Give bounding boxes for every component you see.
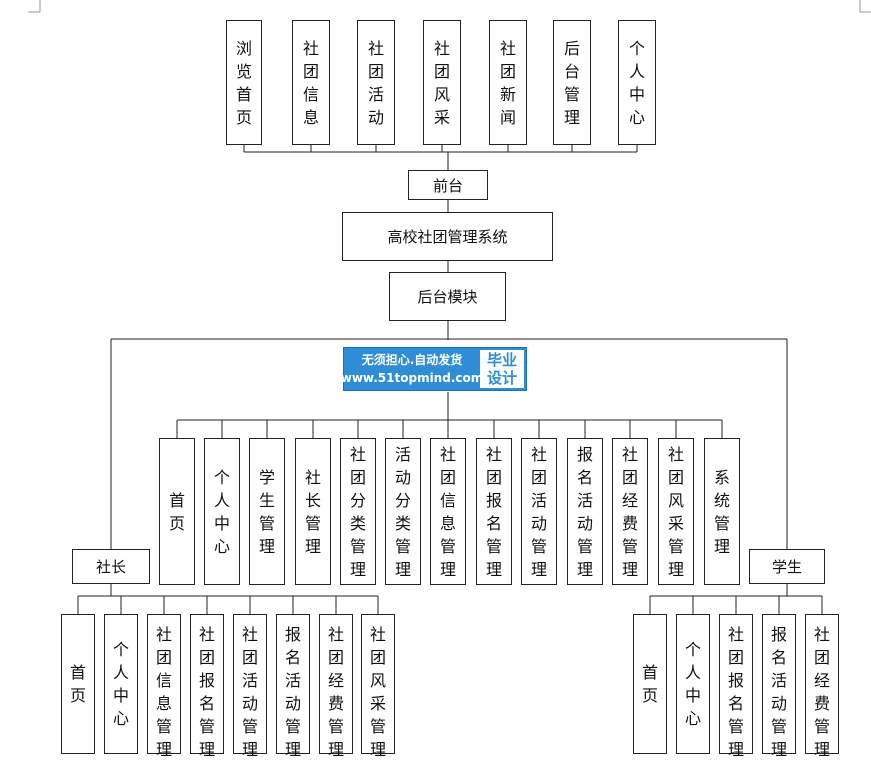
backend-module-label: 系统管理	[714, 467, 731, 556]
backend-module-label: 社团分类管理	[350, 444, 367, 579]
president-module-label: 报名活动管理	[285, 625, 302, 759]
president-module-label: 个人中心	[113, 640, 130, 728]
backend-module-activity-signup-mgmt: 报名活动管理	[567, 438, 603, 585]
president-module-label: 首页	[70, 663, 87, 705]
front-module-label: 个人中心	[629, 38, 646, 127]
president-module-club-info-mgmt: 社团信息管理	[147, 614, 181, 759]
president-module-club-signup-mgmt: 社团报名管理	[190, 614, 224, 759]
watermark-badge: 毕业 设计	[480, 350, 524, 388]
backend-module-home: 首页	[159, 438, 195, 585]
backend-module-club-showcase-mgmt: 社团风采管理	[658, 438, 694, 585]
president-module-club-showcase-mgmt: 社团风采管理	[361, 614, 395, 759]
backend-module-label: 社团经费管理	[622, 444, 639, 579]
backend-module-club-category-mgmt: 社团分类管理	[340, 438, 376, 585]
watermark-text: 无须担心.自动发货 www.51topmind.com	[341, 348, 484, 390]
backend-module-label: 报名活动管理	[577, 444, 594, 579]
president-module-label: 社团活动管理	[242, 625, 259, 759]
backend-module-label: 社团风采管理	[668, 444, 685, 579]
backend-module-label: 社长管理	[305, 467, 322, 556]
front-module-profile: 个人中心	[618, 20, 656, 145]
backend-module-label: 活动分类管理	[395, 444, 412, 579]
backend-module-profile: 个人中心	[204, 438, 240, 585]
student-module-club-signup-mgmt: 社团报名管理	[719, 614, 753, 759]
system-node: 高校社团管理系统	[342, 212, 553, 261]
student-module-label: 首页	[642, 663, 659, 705]
backend-module-club-signup-mgmt: 社团报名管理	[476, 438, 512, 585]
front-module-browse-home: 浏览首页	[226, 20, 262, 145]
president-node: 社长	[72, 549, 150, 584]
front-module-club-activities: 社团活动	[357, 20, 395, 145]
backend-module-club-info-mgmt: 社团信息管理	[430, 438, 466, 585]
architecture-diagram: 浏览首页 社团信息 社团活动 社团风采 社团新闻 后台管理 个人中心 前台 高校…	[28, 0, 871, 759]
backend-node: 后台模块	[389, 272, 506, 321]
student-module-club-funds-mgmt: 社团经费管理	[805, 614, 839, 759]
backend-module-label: 首页	[169, 490, 186, 533]
backend-module-club-funds-mgmt: 社团经费管理	[612, 438, 648, 585]
connector-lines	[28, 0, 871, 614]
student-module-activity-signup-mgmt: 报名活动管理	[762, 614, 796, 759]
president-node-label: 社长	[95, 558, 126, 576]
front-module-label: 社团风采	[434, 38, 451, 127]
front-module-label: 社团活动	[368, 38, 385, 127]
student-node: 学生	[749, 549, 825, 584]
backend-module-system-mgmt: 系统管理	[704, 438, 740, 585]
front-module-club-showcase: 社团风采	[423, 20, 461, 145]
student-module-label: 社团报名管理	[728, 625, 745, 759]
front-module-club-info: 社团信息	[292, 20, 330, 145]
president-module-label: 社团风采管理	[370, 625, 387, 759]
front-node: 前台	[408, 170, 488, 200]
president-module-home: 首页	[61, 614, 95, 754]
student-module-home: 首页	[633, 614, 667, 754]
student-module-label: 报名活动管理	[771, 625, 788, 759]
president-module-label: 社团信息管理	[156, 625, 173, 759]
backend-node-label: 后台模块	[417, 288, 478, 306]
student-module-label: 个人中心	[685, 640, 702, 728]
president-module-club-funds-mgmt: 社团经费管理	[319, 614, 353, 759]
system-node-label: 高校社团管理系统	[387, 228, 508, 246]
president-module-label: 社团经费管理	[328, 625, 345, 759]
president-module-label: 社团报名管理	[199, 625, 216, 759]
president-module-profile: 个人中心	[104, 614, 138, 754]
watermark-badge-line2: 设计	[486, 369, 517, 387]
front-module-label: 社团信息	[303, 38, 320, 127]
front-module-label: 后台管理	[564, 38, 581, 127]
front-module-label: 社团新闻	[500, 38, 517, 127]
watermark-badge-line1: 毕业	[486, 351, 517, 369]
watermark-line2: www.51topmind.com	[340, 371, 484, 385]
student-module-profile: 个人中心	[676, 614, 710, 754]
backend-module-club-activity-mgmt: 社团活动管理	[521, 438, 557, 585]
backend-module-activity-category-mgmt: 活动分类管理	[385, 438, 421, 585]
backend-module-president-mgmt: 社长管理	[295, 438, 331, 585]
backend-module-label: 社团报名管理	[486, 444, 503, 579]
president-module-club-activity-mgmt: 社团活动管理	[233, 614, 267, 759]
front-module-admin: 后台管理	[553, 20, 591, 145]
watermark-line1: 无须担心.自动发货	[361, 353, 463, 367]
backend-module-label: 社团信息管理	[440, 444, 457, 579]
watermark-banner: 无须担心.自动发货 www.51topmind.com 毕业 设计	[341, 347, 527, 391]
president-module-activity-signup-mgmt: 报名活动管理	[276, 614, 310, 759]
backend-module-student-mgmt: 学生管理	[249, 438, 285, 585]
backend-module-label: 学生管理	[259, 467, 276, 556]
front-module-label: 浏览首页	[236, 38, 253, 127]
student-node-label: 学生	[771, 558, 802, 576]
student-module-label: 社团经费管理	[814, 625, 831, 759]
front-node-label: 前台	[432, 176, 463, 195]
backend-module-label: 社团活动管理	[531, 444, 548, 579]
backend-module-label: 个人中心	[214, 467, 231, 556]
front-module-club-news: 社团新闻	[489, 20, 527, 145]
